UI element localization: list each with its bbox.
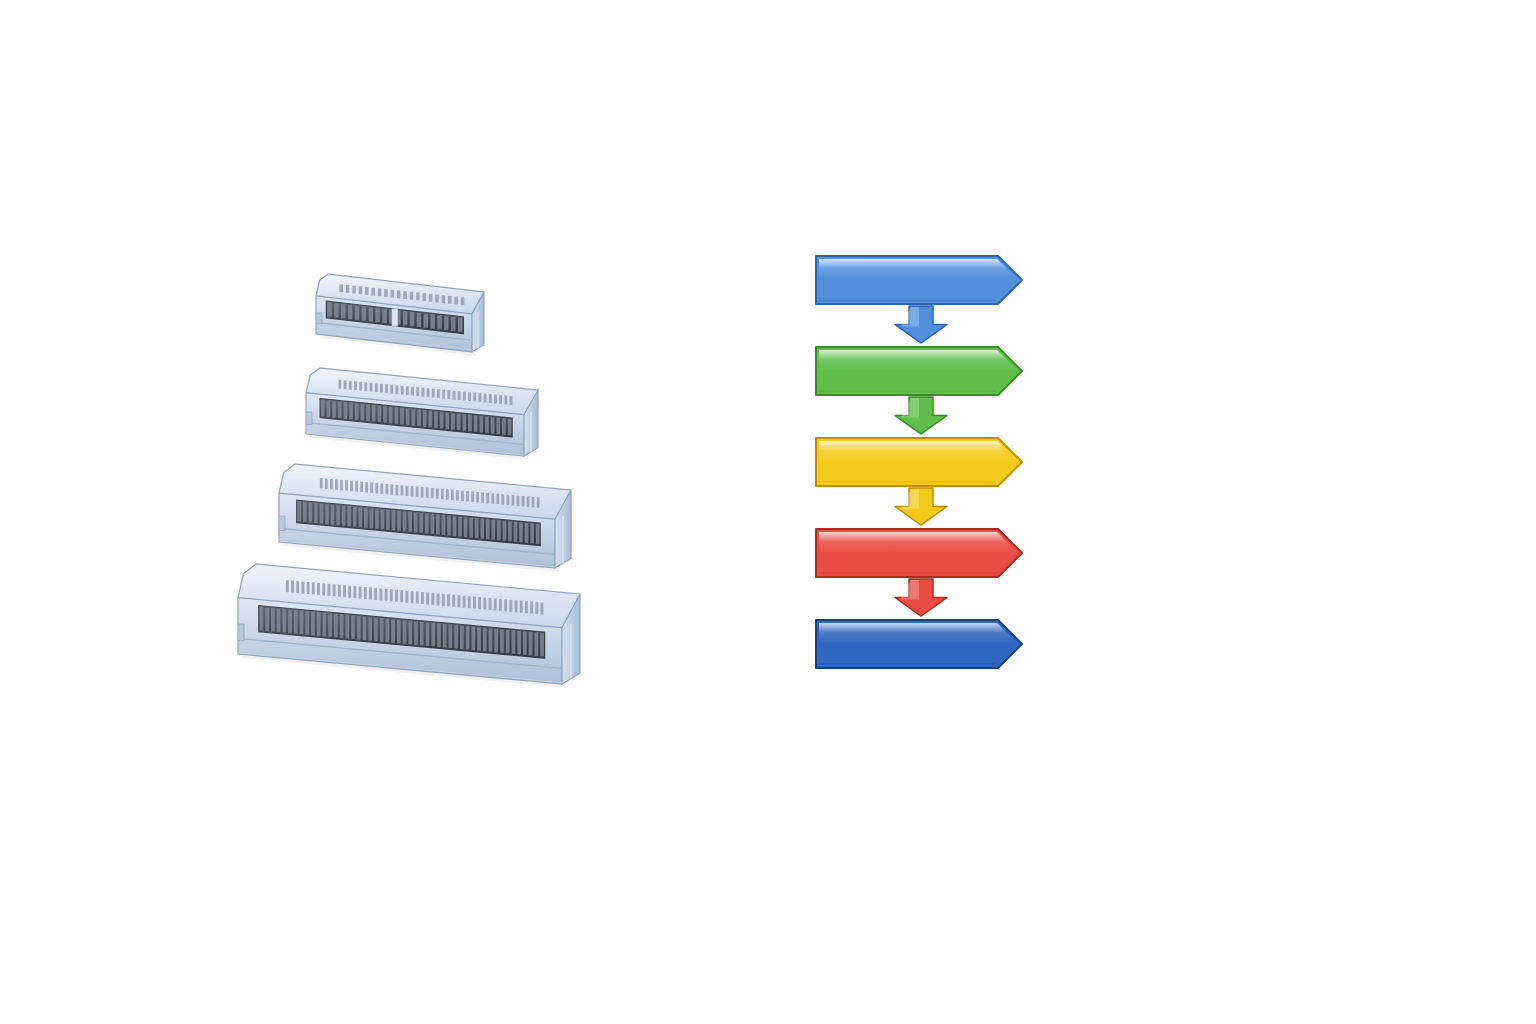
flow-arrow-1 bbox=[894, 305, 948, 344]
step-5 bbox=[815, 619, 1023, 669]
connector-3 bbox=[278, 463, 572, 572]
flow-arrow-3 bbox=[894, 487, 948, 526]
connector-2 bbox=[305, 367, 539, 460]
connector-1 bbox=[315, 273, 485, 356]
connector-4 bbox=[237, 563, 581, 688]
step-4 bbox=[815, 528, 1023, 578]
step-3 bbox=[815, 437, 1023, 487]
step-2 bbox=[815, 346, 1023, 396]
flow-arrow-2 bbox=[894, 396, 948, 435]
flowchart-group bbox=[815, 255, 1023, 669]
flow-arrow-4 bbox=[894, 578, 948, 617]
step-1 bbox=[815, 255, 1023, 305]
connector-group bbox=[237, 273, 581, 688]
